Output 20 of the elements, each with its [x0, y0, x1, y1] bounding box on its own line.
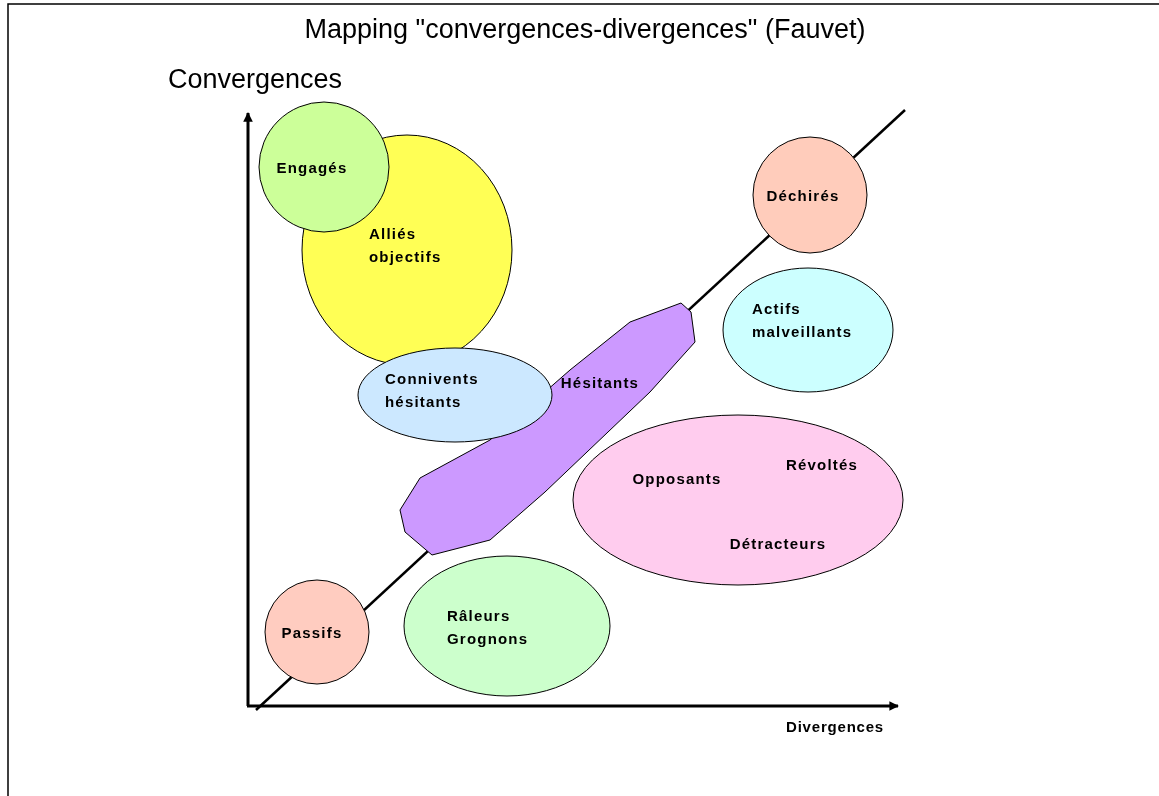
node-label: Détracteurs: [729, 533, 827, 554]
node-label: Révoltés: [785, 454, 859, 475]
node-label: Opposants: [632, 468, 722, 489]
axis-label: Divergences: [786, 718, 885, 735]
node-label: Passifs: [281, 622, 343, 643]
node-label: Actifs malveillants: [752, 299, 854, 342]
ellipse-shape: [358, 348, 552, 442]
ellipse-shape: [265, 580, 369, 684]
ellipse-shape: [723, 268, 893, 392]
node-label: Engagés: [276, 157, 348, 178]
node-label: Hésitants: [560, 372, 640, 393]
node-label: Connivents hésitants: [385, 369, 480, 412]
axis-label: Convergences: [168, 64, 343, 95]
node-label: Râleurs Grognons: [447, 606, 530, 649]
ellipse-shape: [573, 415, 903, 585]
node-label: Déchirés: [766, 185, 840, 206]
node-label: Alliés objectifs: [369, 224, 443, 267]
ellipse-shape: [753, 137, 867, 253]
ellipse-shape: [404, 556, 610, 696]
title: Mapping "convergences-divergences" (Fauvet): [304, 14, 866, 45]
